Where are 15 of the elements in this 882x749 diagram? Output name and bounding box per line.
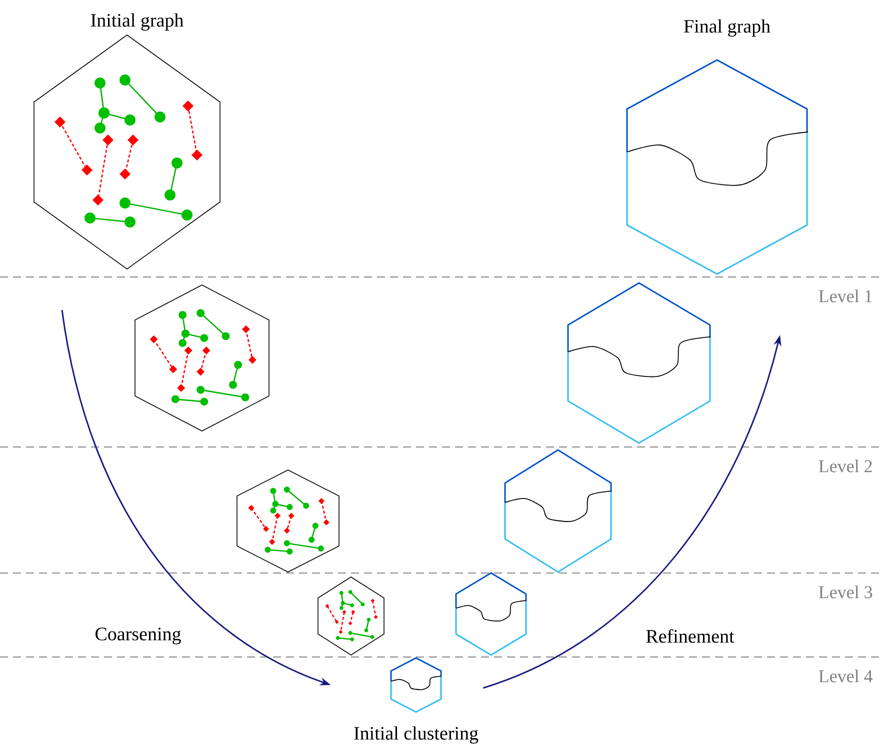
level-label: Level 3	[818, 586, 872, 598]
edge-label: Refinement	[646, 629, 734, 643]
graph-caption: Initial clustering	[354, 726, 478, 744]
graph-hexagon-drawing	[134, 284, 270, 432]
partitioned-hexagon-drawing	[504, 449, 612, 573]
graph-hexagon-drawing	[318, 576, 384, 656]
level-label: Level 4	[818, 670, 873, 682]
graph-caption: Final graph	[684, 19, 770, 37]
graph-hexagon-drawing	[236, 470, 340, 572]
level-label: Level 2	[818, 460, 872, 472]
partitioned-hexagon-drawing	[455, 572, 527, 656]
level-label: Level 1	[818, 290, 872, 302]
partitioned-hexagon-drawing	[567, 282, 712, 444]
edge-label: Coarsening	[96, 628, 181, 644]
graph-caption: Initial graph	[91, 13, 184, 31]
